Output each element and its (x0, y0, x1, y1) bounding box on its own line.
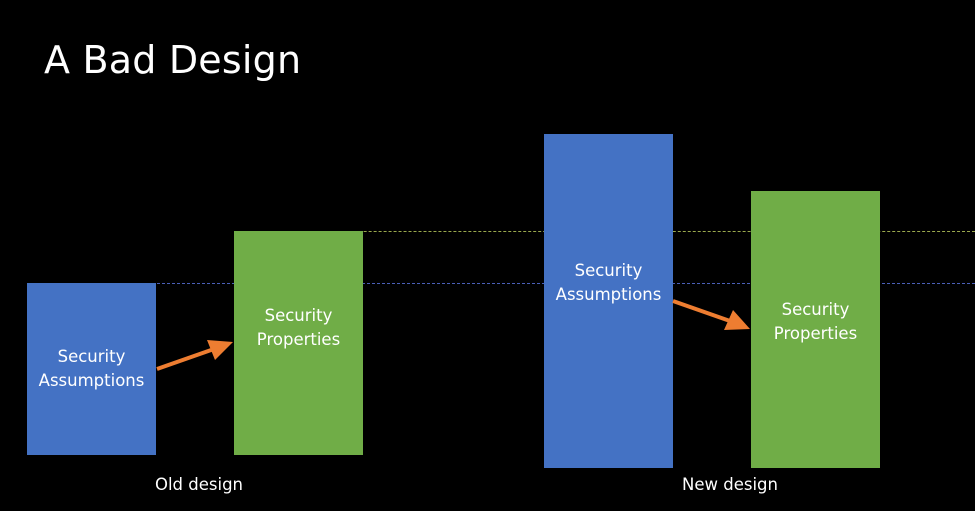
old-security-assumptions-box: Security Assumptions (27, 283, 156, 455)
slide-title: A Bad Design (44, 38, 302, 82)
old-properties-label-line1: Security (264, 306, 333, 325)
old-properties-label-line2: Properties (256, 330, 341, 349)
old-design-arrow-icon (156, 340, 233, 371)
assumptions-level-guide-line (27, 283, 975, 284)
old-design-caption: Old design (154, 475, 244, 494)
new-assumptions-label-line1: Security (574, 261, 643, 280)
old-assumptions-label-line2: Assumptions (38, 371, 145, 390)
new-design-caption: New design (682, 475, 778, 494)
old-assumptions-label-line1: Security (57, 347, 126, 366)
new-design-arrow-icon (672, 299, 750, 330)
new-properties-label-line2: Properties (773, 323, 858, 343)
new-assumptions-label-line2: Assumptions (555, 285, 662, 304)
new-security-assumptions-box: Security Assumptions (544, 134, 673, 468)
old-security-properties-box: Security Properties (234, 231, 363, 455)
new-properties-label-line1: Security (781, 299, 850, 319)
new-security-properties-box: Security Properties (751, 191, 880, 468)
